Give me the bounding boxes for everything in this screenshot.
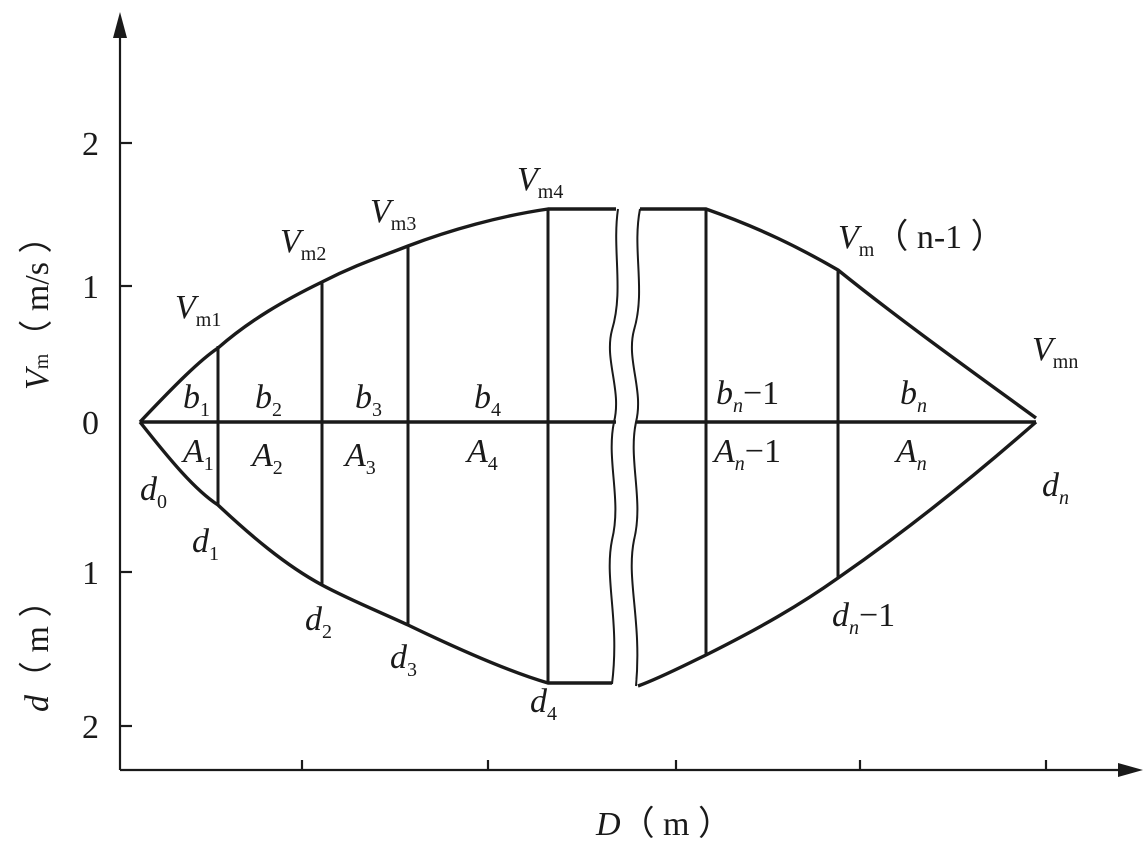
label-b1: b1 xyxy=(183,379,210,421)
break-line-right xyxy=(630,208,641,687)
break-line-left xyxy=(608,208,619,685)
label-vm4: Vm4 xyxy=(517,161,563,203)
label-bn: bn xyxy=(900,375,927,417)
label-a2: A2 xyxy=(250,437,283,479)
label-d3: d3 xyxy=(390,639,417,681)
label-a1: A1 xyxy=(181,433,214,475)
y-tick-label-lower-2: 2 xyxy=(82,709,99,746)
y-tick-label-upper-2: 2 xyxy=(82,126,99,163)
label-vm2: Vm2 xyxy=(280,223,326,265)
y-upper-axis-title: Vm（ m/s ） xyxy=(18,220,56,390)
label-d-n-minus-1: dn−1 xyxy=(832,597,895,639)
label-b-n-minus-1: bn−1 xyxy=(716,375,779,417)
label-a-n-minus-1: An−1 xyxy=(712,433,781,475)
label-vm-n-minus-1: Vm（ n-1 ） xyxy=(838,218,1005,261)
y-tick-label-upper-1: 1 xyxy=(82,269,99,306)
x-axis-title: D（ m ） xyxy=(595,805,732,842)
label-b2: b2 xyxy=(255,379,282,421)
svg-text:d（ m ）: d（ m ） xyxy=(18,584,56,712)
label-d1: d1 xyxy=(192,523,219,565)
label-d2: d2 xyxy=(305,601,332,643)
label-dn: dn xyxy=(1042,467,1069,509)
label-d0: d0 xyxy=(140,471,167,513)
svg-text:Vm（ m/s ）: Vm（ m/s ） xyxy=(18,220,56,390)
depth-curve-right xyxy=(637,420,1038,688)
label-vmn: Vmn xyxy=(1032,331,1078,373)
label-b3: b3 xyxy=(355,379,382,421)
y-lower-axis-title: d（ m ） xyxy=(18,584,56,712)
label-vm3: Vm3 xyxy=(370,193,416,235)
x-axis-arrow xyxy=(1118,763,1143,777)
label-vm1: Vm1 xyxy=(175,289,221,331)
label-a3: A3 xyxy=(343,437,376,479)
label-d4: d4 xyxy=(530,683,557,725)
velocity-curve-left xyxy=(138,207,616,424)
label-a4: A4 xyxy=(465,433,498,475)
y-tick-label-0: 0 xyxy=(82,405,99,442)
y-axis-arrow xyxy=(113,12,127,38)
label-b4: b4 xyxy=(474,379,501,421)
label-an: An xyxy=(894,433,927,475)
y-tick-label-lower-1: 1 xyxy=(82,555,99,592)
